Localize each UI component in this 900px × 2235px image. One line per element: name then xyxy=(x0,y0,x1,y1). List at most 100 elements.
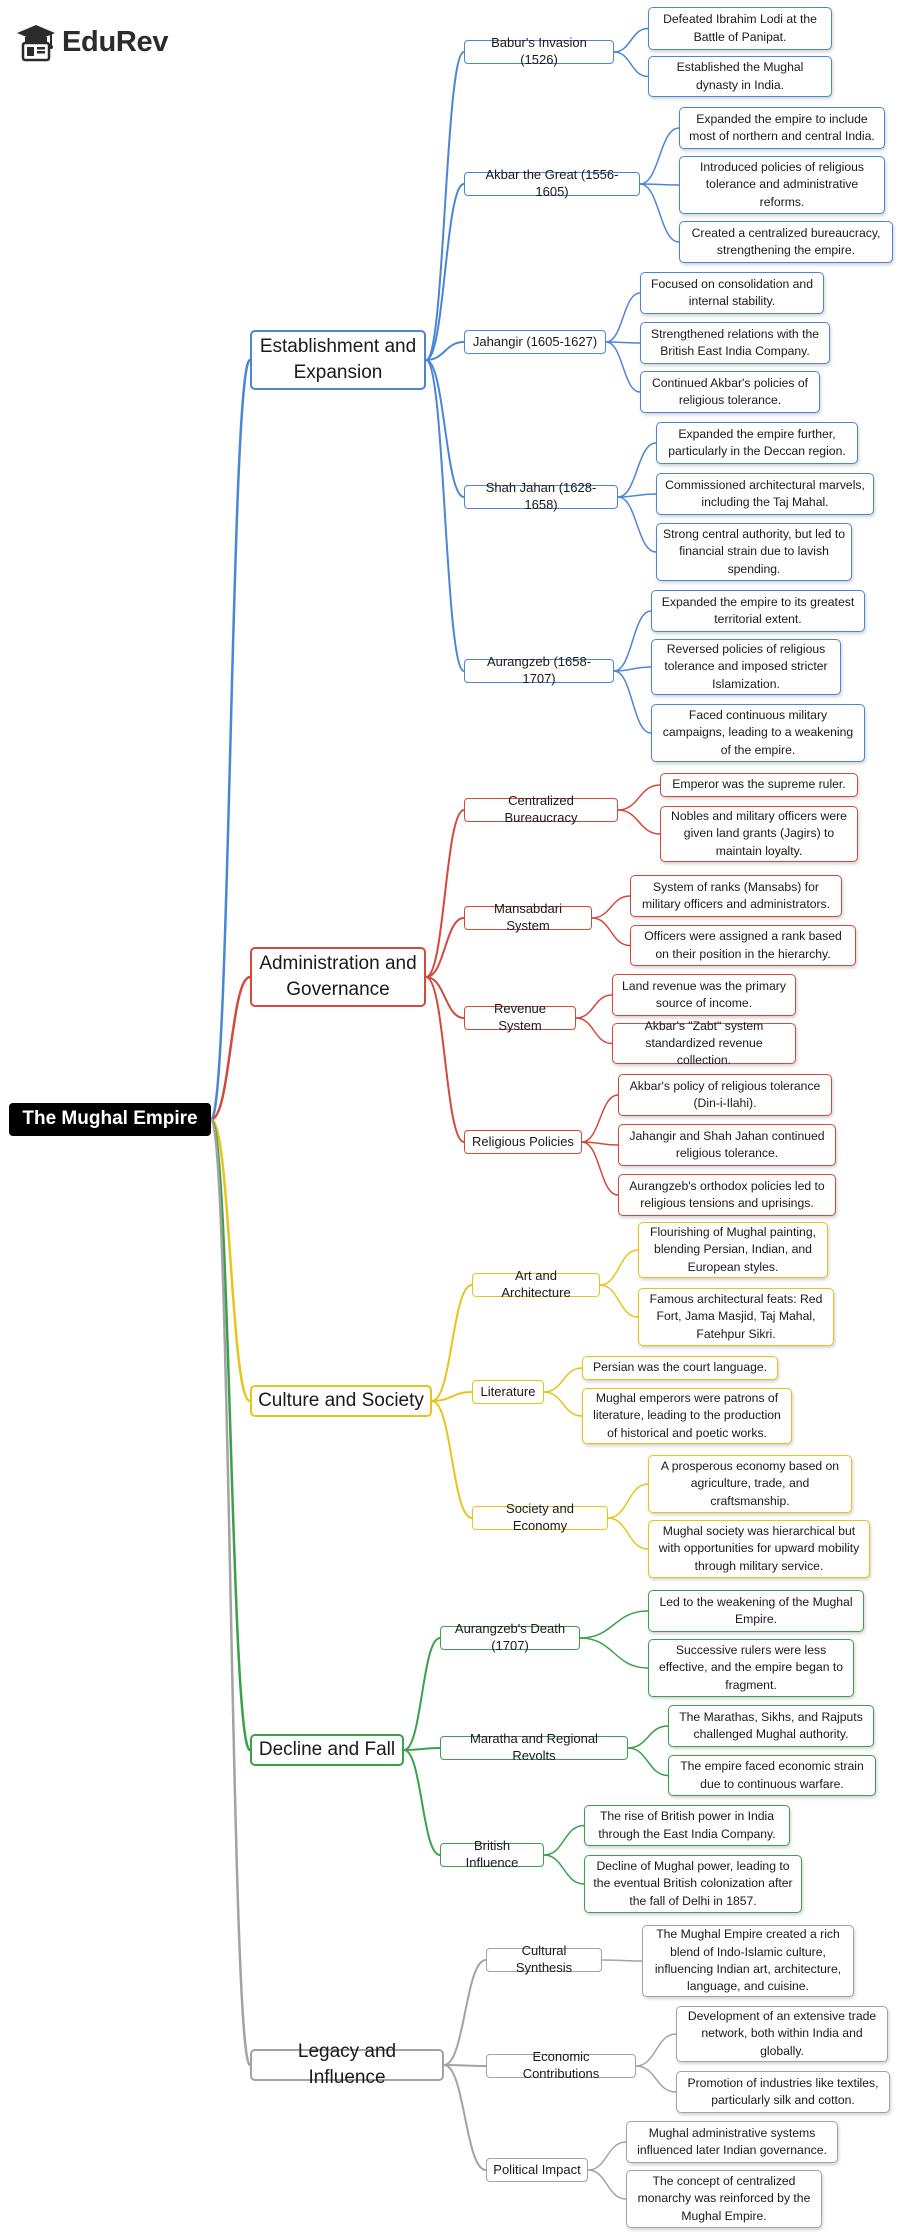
connector-branch-to-topic xyxy=(431,1400,473,1519)
sub-shah-jahan: Shah Jahan (1628-1658) xyxy=(464,480,618,512)
connector-topic-to-detail xyxy=(543,1391,583,1417)
connector-topic-to-detail xyxy=(591,917,631,947)
leaf-akbar-3: Created a centralized bureaucracy, stren… xyxy=(679,221,893,263)
leaf-political-1: Mughal administrative systems influenced… xyxy=(626,2121,838,2163)
leaf-death-1: Led to the weakening of the Mughal Empir… xyxy=(648,1590,864,1632)
connector-topic-to-detail xyxy=(639,183,680,186)
branch-administration-governance: Administration and Governance xyxy=(250,947,426,1007)
leaf-mansabdari-2: Officers were assigned a rank based on t… xyxy=(630,925,856,966)
sub-baburs-invasion: Babur's Invasion (1526) xyxy=(464,35,614,67)
connector-root-to-branch xyxy=(209,358,252,1121)
connector-topic-to-detail xyxy=(617,442,657,498)
leaf-literature-1: Persian was the court language. xyxy=(582,1356,778,1380)
connector-topic-to-detail xyxy=(639,127,680,185)
leaf-shahjahan-2: Commissioned architectural marvels, incl… xyxy=(656,473,874,515)
connector-root-to-branch xyxy=(209,1118,252,2067)
connector-topic-to-detail xyxy=(627,1725,669,1749)
leaf-maratha-2: The empire faced economic strain due to … xyxy=(668,1755,876,1796)
leaf-babur-1: Defeated Ibrahim Lodi at the Battle of P… xyxy=(648,7,832,50)
connector-branch-to-topic xyxy=(443,2064,487,2171)
connector-topic-to-detail xyxy=(627,1747,669,1777)
connector-topic-to-detail xyxy=(599,1284,639,1318)
leaf-british-2: Decline of Mughal power, leading to the … xyxy=(584,1855,802,1913)
connector-branch-to-topic xyxy=(425,359,465,672)
connector-topic-to-detail xyxy=(581,1141,619,1146)
sub-aurangzebs-death: Aurangzeb's Death (1707) xyxy=(440,1621,580,1653)
connector-branch-to-topic xyxy=(431,1391,473,1402)
sub-maratha-revolts: Maratha and Regional Revolts xyxy=(440,1731,628,1763)
brand-logo: EduRev xyxy=(14,22,168,62)
connector-topic-to-detail xyxy=(613,51,649,78)
connector-topic-to-detail xyxy=(613,666,652,672)
leaf-jahangir-3: Continued Akbar's policies of religious … xyxy=(640,371,820,413)
sub-revenue-system: Revenue System xyxy=(464,1001,576,1033)
connector-topic-to-detail xyxy=(605,341,641,344)
connector-topic-to-detail xyxy=(575,1017,613,1045)
sub-mansabdari-system: Mansabdari System xyxy=(464,901,592,933)
sub-jahangir: Jahangir (1605-1627) xyxy=(464,330,606,354)
connector-topic-to-detail xyxy=(617,493,657,498)
branch-legacy-influence: Legacy and Influence xyxy=(250,2041,444,2088)
leaf-jahangir-2: Strengthened relations with the British … xyxy=(640,322,830,364)
leaf-jahangir-1: Focused on consolidation and internal st… xyxy=(640,272,824,314)
connector-topic-to-detail xyxy=(587,2141,627,2171)
connector-topic-to-detail xyxy=(581,1094,619,1143)
root-node: The Mughal Empire xyxy=(9,1103,211,1136)
leaf-shahjahan-1: Expanded the empire further, particularl… xyxy=(656,422,858,464)
connector-root-to-branch xyxy=(210,975,251,1121)
leaf-art-1: Flourishing of Mughal painting, blending… xyxy=(638,1222,828,1278)
connector-topic-to-detail xyxy=(601,1959,643,1962)
leaf-economic-2: Promotion of industries like textiles, p… xyxy=(676,2071,890,2113)
branch-establishment-expansion: Establishment and Expansion xyxy=(250,330,426,390)
connector-branch-to-topic xyxy=(403,1747,441,1751)
connector-topic-to-detail xyxy=(575,994,613,1019)
sub-aurangzeb: Aurangzeb (1658-1707) xyxy=(464,654,614,686)
leaf-akbar-2: Introduced policies of religious toleran… xyxy=(679,156,885,214)
leaf-maratha-1: The Marathas, Sikhs, and Rajputs challen… xyxy=(668,1705,874,1747)
connector-branch-to-topic xyxy=(425,917,465,978)
connector-topic-to-detail xyxy=(635,2033,677,2067)
connector-branch-to-topic xyxy=(443,1959,487,2066)
leaf-babur-2: Established the Mughal dynasty in India. xyxy=(648,56,832,97)
leaf-bureaucracy-2: Nobles and military officers were given … xyxy=(660,806,858,862)
connector-topic-to-detail xyxy=(543,1854,585,1885)
leaf-society-2: Mughal society was hierarchical but with… xyxy=(648,1520,870,1578)
connector-topic-to-detail xyxy=(605,341,641,393)
leaf-religious-2: Jahangir and Shah Jahan continued religi… xyxy=(618,1124,836,1166)
connector-topic-to-detail xyxy=(613,27,649,53)
connector-branch-to-topic xyxy=(403,1637,441,1751)
connector-topic-to-detail xyxy=(617,784,661,811)
connector-branch-to-topic xyxy=(443,2064,487,2067)
brand-name: EduRev xyxy=(62,25,169,58)
connector-branch-to-topic xyxy=(425,51,465,361)
connector-topic-to-detail xyxy=(599,1249,639,1286)
connector-branch-to-topic xyxy=(431,1284,473,1402)
connector-branch-to-topic xyxy=(425,809,465,978)
connector-topic-to-detail xyxy=(613,670,652,734)
sub-british-influence: British Influence xyxy=(440,1838,544,1870)
connector-topic-to-detail xyxy=(607,1517,649,1550)
sub-literature: Literature xyxy=(472,1380,544,1404)
leaf-art-2: Famous architectural feats: Red Fort, Ja… xyxy=(638,1288,834,1346)
leaf-literature-2: Mughal emperors were patrons of literatu… xyxy=(582,1388,792,1444)
leaf-cultural-1: The Mughal Empire created a rich blend o… xyxy=(642,1925,854,1997)
connector-root-to-branch xyxy=(209,1118,252,1752)
sub-society-economy: Society and Economy xyxy=(472,1501,608,1533)
connector-branch-to-topic xyxy=(425,341,465,361)
root-label: The Mughal Empire xyxy=(22,1108,198,1130)
connector-topic-to-detail xyxy=(543,1824,585,1856)
connector-topic-to-detail xyxy=(617,809,661,835)
leaf-aurangzeb-1: Expanded the empire to its greatest terr… xyxy=(651,590,865,632)
sub-religious-policies: Religious Policies xyxy=(464,1130,582,1154)
leaf-revenue-2: Akbar's "Zabt" system standardized reven… xyxy=(612,1019,796,1067)
connector-topic-to-detail xyxy=(639,183,680,243)
connector-topic-to-detail xyxy=(591,895,631,919)
connector-branch-to-topic xyxy=(425,976,465,1143)
leaf-economic-1: Development of an extensive trade networ… xyxy=(676,2006,888,2062)
connector-topic-to-detail xyxy=(543,1367,583,1393)
connector-branch-to-topic xyxy=(403,1749,441,1856)
leaf-bureaucracy-1: Emperor was the supreme ruler. xyxy=(660,773,858,797)
sub-political-impact: Political Impact xyxy=(486,2158,588,2182)
sub-art-architecture: Art and Architecture xyxy=(472,1268,600,1300)
leaf-aurangzeb-3: Faced continuous military campaigns, lea… xyxy=(651,704,865,762)
